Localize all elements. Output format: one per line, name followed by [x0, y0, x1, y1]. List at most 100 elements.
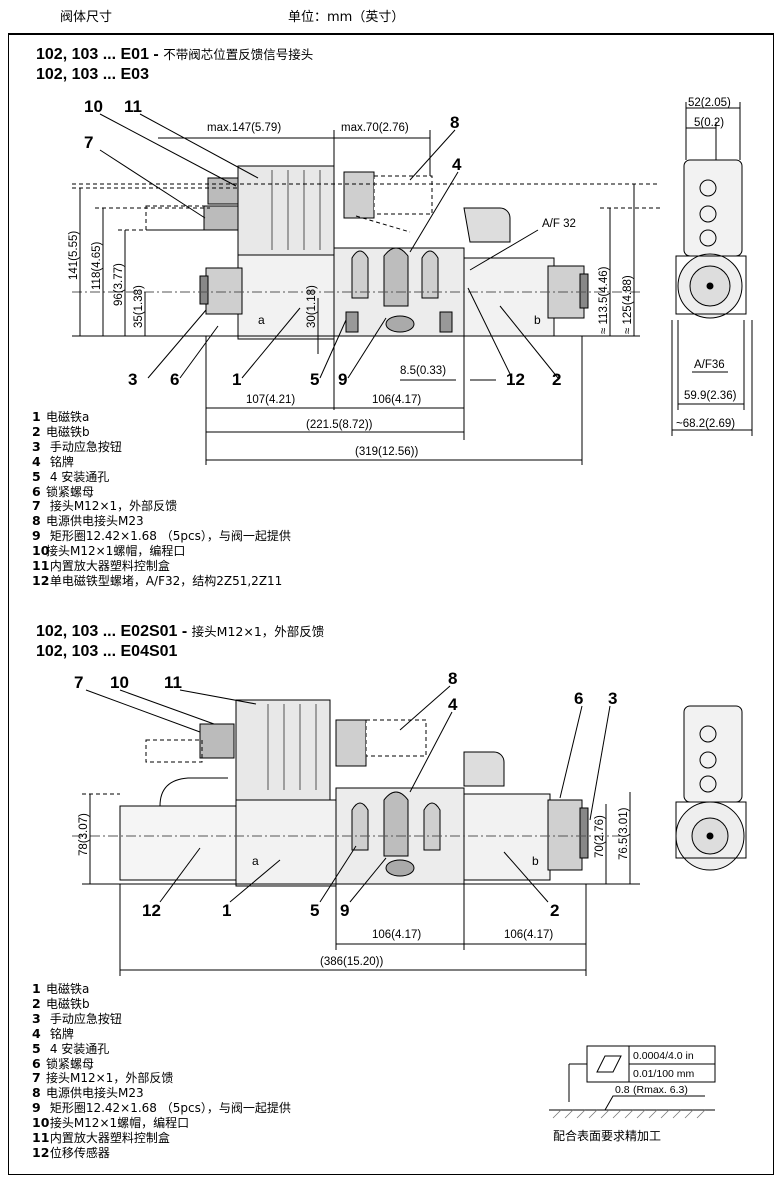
callout-1: 1 [222, 901, 231, 920]
callout-5: 5 [310, 901, 319, 920]
dim-118: 118(4.65) [91, 241, 103, 290]
dim-5: 5(0.2) [694, 117, 724, 129]
label-b: b [532, 854, 539, 868]
dim-96: 96(3.77) [113, 263, 125, 306]
legend-item: 4 铭牌 [32, 453, 74, 469]
control-box-11 [235, 699, 331, 801]
drawing-frame [8, 34, 774, 1175]
section1-title-1-code: 102, 103 ... E01 - [36, 46, 159, 63]
dim-max70: max.70(2.76) [341, 122, 409, 134]
dim-106a: 106(4.17) [372, 929, 421, 941]
solenoid-b [463, 793, 551, 881]
surface-finish-symbol: 0.0004/4.0 in 0.01/100 mm 0.8 (Rmax. 6.3… [549, 1045, 716, 1143]
legend-item: 5 4 安装通孔 [32, 1040, 110, 1056]
legend-item: 9 矩形圈12.42×1.68 （5pcs），与阀一起提供 [32, 528, 291, 544]
callout-3: 3 [608, 689, 617, 708]
section1-title-1: 102, 103 ... E01 - 不带阀芯位置反馈信号接头 [36, 44, 313, 64]
callout-2: 2 [550, 901, 559, 920]
section2-title-2: 102, 103 ... E04S01 [36, 643, 178, 660]
header-divider [8, 33, 774, 34]
callout-1: 1 [232, 370, 241, 389]
dim-af32: A/F 32 [542, 218, 576, 230]
callout-5: 5 [310, 370, 319, 389]
label-a: a [252, 854, 259, 868]
dim-59-9: 59.9(2.36) [684, 390, 737, 402]
dim-106b: 106(4.17) [504, 929, 553, 941]
dim-70: 70(2.76) [594, 815, 606, 858]
position-sensor-12 [119, 805, 237, 881]
section2-drawing: 78(3.07) 70(2.76) 76.5(3.01) 106(4.17) 1… [72, 669, 747, 976]
label-b: b [534, 313, 541, 327]
legend-item: 12 位移传感器 [32, 1144, 110, 1160]
dim-8-5: 8.5(0.33) [400, 365, 446, 377]
dim-35: 35(1.38) [133, 285, 145, 328]
dim-78: 78(3.07) [78, 813, 90, 856]
callout-8: 8 [448, 669, 457, 688]
callout-7: 7 [74, 673, 83, 692]
dim-125: ≈ 125(4.88) [622, 275, 634, 334]
tolerance-mm: 0.01/100 mm [633, 1068, 695, 1080]
dim-52: 52(2.05) [688, 97, 731, 109]
manual-button-3 [199, 275, 209, 305]
solenoid-a [235, 799, 337, 887]
header-left: 阀体尺寸 [60, 10, 113, 25]
connector-7 [203, 205, 239, 231]
legend-item: 10接头M12×1螺帽，编程口 [32, 543, 186, 559]
callout-4: 4 [448, 695, 458, 714]
connector-10 [207, 177, 239, 205]
legend-item: 9 矩形圈12.42×1.68 （5pcs），与阀一起提供 [32, 1100, 291, 1116]
dim-386: (386(15.20)) [320, 956, 383, 968]
section2-title-1: 102, 103 ... E02S01 - 接头M12×1，外部反馈 [36, 621, 324, 641]
connector-8 [335, 719, 367, 767]
legend-item: 11 内置放大器塑料控制盒 [32, 1130, 170, 1146]
legend-item: 12 单电磁铁型螺堵，A/F32，结构2Z51,2Z11 [32, 572, 283, 588]
dim-141: 141(5.55) [68, 231, 80, 280]
section2-title-1-code: 102, 103 ... E02S01 - [36, 623, 188, 640]
section1-drawing: max.147(5.79) max.70(2.76) 141(5.55) 118… [68, 97, 753, 465]
legend-item: 11 内置放大器塑料控制盒 [32, 558, 170, 574]
callout-9: 9 [338, 370, 347, 389]
dim-max147: max.147(5.79) [207, 122, 281, 134]
callout-7: 7 [84, 133, 93, 152]
dim-68-2: ~68.2(2.69) [676, 418, 735, 430]
dim-319: (319(12.56)) [355, 446, 418, 458]
legend-item: 10 接头M12×1螺帽，编程口 [32, 1115, 190, 1131]
section1-title-1-desc: 不带阀芯位置反馈信号接头 [163, 47, 314, 62]
callout-6: 6 [170, 370, 179, 389]
legend-item: 7 接头M12×1，外部反馈 [32, 498, 178, 514]
roughness-max: (Rmax. 6.3) [633, 1084, 688, 1096]
callout-11: 11 [124, 97, 142, 116]
callout-8: 8 [450, 113, 459, 132]
dim-76-5: 76.5(3.01) [618, 807, 630, 860]
callout-9: 9 [340, 901, 349, 920]
callout-12: 12 [506, 370, 525, 389]
surface-caption: 配合表面要求精加工 [553, 1128, 661, 1143]
dim-af36: A/F36 [694, 359, 725, 371]
callout-3: 3 [128, 370, 137, 389]
legend-item: 3 手动应急按钮 [32, 438, 122, 454]
label-a: a [258, 313, 265, 327]
dim-106: 106(4.17) [372, 394, 421, 406]
section1-title-2: 102, 103 ... E03 [36, 66, 149, 83]
callout-11: 11 [164, 673, 182, 692]
tolerance-inch: 0.0004/4.0 in [633, 1050, 694, 1062]
legend-item: 5 4 安装通孔 [32, 468, 110, 484]
roughness-value: 0.8 [615, 1084, 630, 1096]
callout-12: 12 [142, 901, 161, 920]
solenoid-a [237, 254, 335, 340]
dim-30: 30(1.18) [306, 285, 318, 328]
section2-title-1-desc: 接头M12×1，外部反馈 [191, 624, 325, 639]
connector-7 [199, 723, 235, 759]
callout-2: 2 [552, 370, 561, 389]
connector-8 [343, 171, 375, 219]
dim-107: 107(4.21) [246, 394, 295, 406]
